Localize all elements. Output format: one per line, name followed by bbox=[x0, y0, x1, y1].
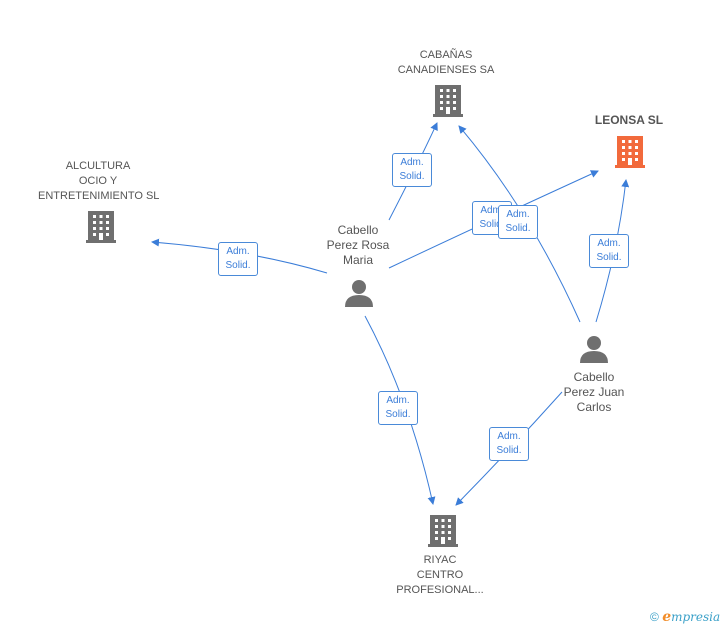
brand-rest: mpresia bbox=[671, 610, 721, 624]
node-label-line: Maria bbox=[342, 253, 373, 267]
node-label-line: ENTRETENIMIENTO SL bbox=[38, 190, 160, 202]
empresia-logo: empresia bbox=[662, 609, 721, 625]
node-riyac-building-icon[interactable] bbox=[428, 515, 458, 547]
node-label-line: RIYAC bbox=[423, 554, 457, 566]
edge-label-line1: Adm. bbox=[497, 431, 521, 442]
node-label-line: Carlos bbox=[576, 400, 612, 414]
edge-label-juan-leonsa[interactable]: Adm. Solid. bbox=[589, 234, 629, 268]
edge-label-line2: Solid. bbox=[596, 252, 622, 263]
node-rosa-person-icon[interactable] bbox=[345, 280, 373, 307]
node-label-line: PROFESIONAL... bbox=[396, 584, 484, 596]
node-leonsa-building-icon[interactable] bbox=[615, 136, 645, 168]
node-label-line: LEONSA SL bbox=[594, 113, 664, 127]
node-cabanas-building-icon[interactable] bbox=[433, 85, 463, 117]
node-label-line: CANADIENSES SA bbox=[397, 64, 495, 76]
edge-label-line1: Adm. bbox=[400, 157, 424, 168]
edge-label-juan-riyac[interactable]: Adm. Solid. bbox=[489, 427, 529, 461]
copyright-icon: © bbox=[650, 610, 659, 624]
node-juan-person-icon[interactable] bbox=[580, 336, 608, 363]
edge-label-juan-cabanas[interactable]: Adm. Solid. bbox=[498, 205, 538, 239]
node-label-leonsa[interactable]: LEONSA SL bbox=[588, 113, 670, 128]
node-label-cabanas[interactable]: CABAÑAS CANADIENSES SA bbox=[396, 48, 496, 78]
edge-label-rosa-cabanas[interactable]: Adm. Solid. bbox=[392, 153, 432, 187]
edge-label-line2: Solid. bbox=[385, 409, 411, 420]
node-label-alcultura[interactable]: ALCULTURA OCIO Y ENTRETENIMIENTO SL bbox=[38, 159, 160, 204]
edge-label-line2: Solid. bbox=[496, 445, 522, 456]
node-label-line: Cabello bbox=[337, 223, 379, 237]
node-label-line: CENTRO bbox=[416, 569, 464, 581]
edge-label-line1: Adm. bbox=[480, 205, 504, 216]
edge-label-line1: Adm. bbox=[226, 246, 250, 257]
node-label-line: CABAÑAS bbox=[419, 49, 473, 61]
node-label-line: Cabello bbox=[573, 370, 615, 384]
edge-label-rosa-riyac[interactable]: Adm. Solid. bbox=[378, 391, 418, 425]
node-label-juan[interactable]: Cabello Perez Juan Carlos bbox=[552, 370, 636, 415]
node-label-riyac[interactable]: RIYAC CENTRO PROFESIONAL... bbox=[390, 553, 490, 598]
edge-label-line2: Solid. bbox=[225, 260, 251, 271]
edges bbox=[151, 122, 630, 506]
edge-label-line1: Adm. bbox=[597, 238, 621, 249]
edge-label-rosa-alcultura[interactable]: Adm. Solid. bbox=[218, 242, 258, 276]
node-label-line: ALCULTURA bbox=[65, 160, 131, 172]
node-alcultura-building-icon[interactable] bbox=[86, 211, 116, 243]
edge-label-line2: Solid. bbox=[479, 219, 505, 230]
edge-label-line2: Solid. bbox=[505, 223, 531, 234]
footer-brand[interactable]: © empresia bbox=[650, 609, 720, 625]
node-label-line: OCIO Y bbox=[78, 175, 118, 187]
edge-label-line1: Adm. bbox=[386, 395, 410, 406]
brand-initial: e bbox=[662, 609, 672, 625]
node-label-line: Perez Rosa bbox=[326, 238, 390, 252]
node-label-rosa[interactable]: Cabello Perez Rosa Maria bbox=[318, 223, 398, 268]
node-label-line: Perez Juan bbox=[563, 385, 625, 399]
edge-label-line1: Adm. bbox=[506, 209, 530, 220]
edge-label-line2: Solid. bbox=[399, 171, 425, 182]
